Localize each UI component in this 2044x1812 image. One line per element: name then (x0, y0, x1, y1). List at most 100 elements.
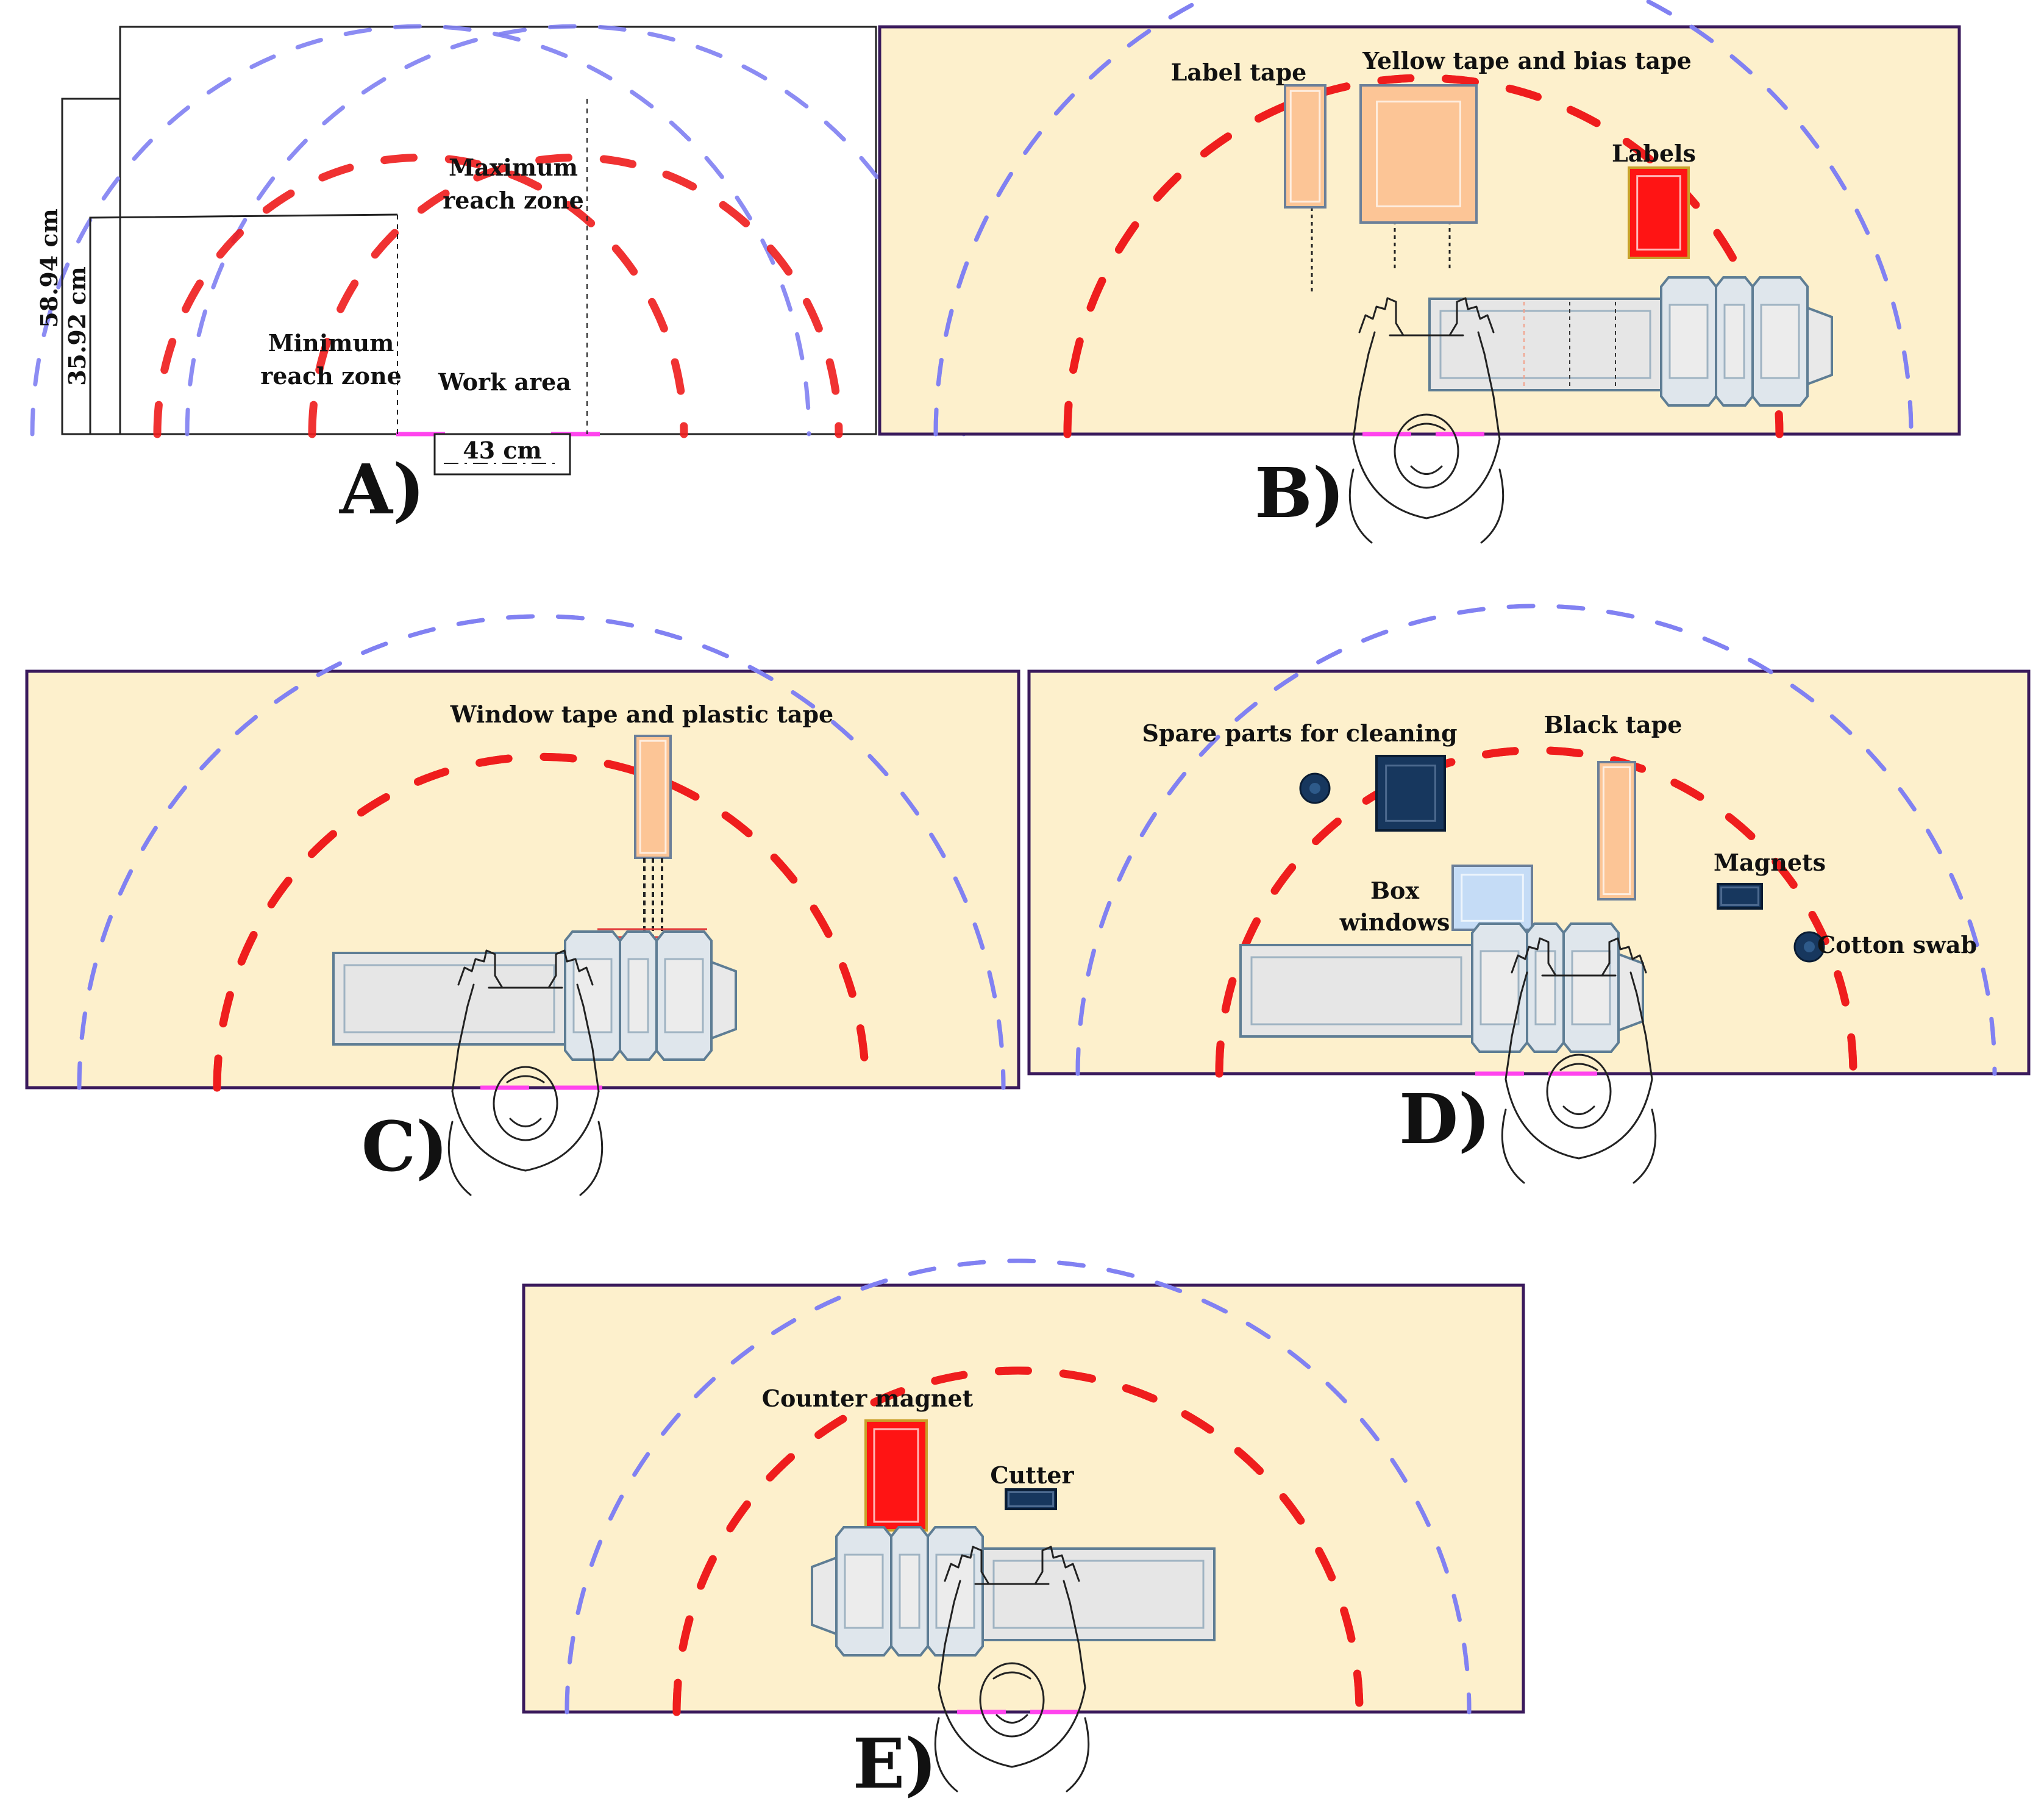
worker-left-arm (1352, 331, 1376, 440)
min-reach-zone-label-line1: Minimum (268, 329, 394, 357)
worker-left-arm (938, 1580, 961, 1689)
dim-width-box (433, 433, 571, 476)
dim-outer-label: 58.94 cm (35, 209, 63, 328)
fixture-base (1428, 298, 1662, 391)
panel-e: Counter magnet Cutter E) (522, 1258, 1525, 1804)
fixture-base-inner (343, 964, 555, 1033)
panel-c: Window tape and plastic tape C) (25, 614, 1020, 1196)
fixture-end-cap (811, 1556, 838, 1636)
worker-left-hand (457, 949, 504, 989)
worker-left-hand (944, 1546, 990, 1585)
panel-d: Spare parts for cleaning Black tape Box … (1027, 604, 2031, 1184)
fixture-segment-inner (1723, 304, 1745, 379)
fixture-segment-inner (1760, 304, 1800, 379)
worker-chair (1501, 1108, 1657, 1184)
disc-inner (1309, 783, 1320, 794)
max-reach-arc-right (564, 1258, 1472, 1714)
label-tape-label: Label tape (1171, 59, 1307, 86)
item-bevel (639, 740, 667, 854)
panel-d-letter: D) (1399, 1080, 1490, 1160)
worker-head (493, 1066, 558, 1141)
box-windows-item (1451, 865, 1533, 931)
worker-right-arm (1477, 331, 1501, 440)
label-tape-item (1284, 84, 1326, 209)
worker-face (1407, 423, 1446, 475)
worker-face (506, 1075, 545, 1127)
item-body (1359, 84, 1478, 224)
spare-parts-disc-icon (1299, 772, 1331, 804)
item-body (1375, 755, 1446, 832)
fixture-body (1239, 922, 1644, 1053)
panel-b-letter: B) (1255, 454, 1345, 533)
worker-right-hand (1034, 1546, 1080, 1585)
item-body (1628, 166, 1690, 259)
worker-shoulders (451, 1090, 600, 1172)
fixture-base (981, 1547, 1216, 1641)
worker-face (992, 1671, 1031, 1724)
fixture-segment-inner (844, 1553, 884, 1629)
fixture-body (811, 1526, 1216, 1657)
yellow-tape-label: Yellow tape and bias tape (1362, 47, 1692, 74)
fixture-segment-inner (1571, 950, 1611, 1025)
item-body (1597, 761, 1636, 901)
black-tape-item (1597, 761, 1636, 901)
min-reach-zone-label-line2: reach zone (260, 362, 402, 390)
worker-shoulders (1505, 1078, 1653, 1160)
max-reach-arc-left (30, 24, 811, 437)
dim-inner-bracket (89, 213, 398, 435)
panel-a-outer-frame (119, 26, 877, 435)
item-bevel (1636, 175, 1681, 251)
box-windows-label-line2: windows (1339, 908, 1450, 936)
dim-inner-label: 35.92 cm (63, 266, 91, 386)
magnets-item (1717, 883, 1763, 910)
item-bevel (1602, 766, 1631, 896)
max-reach-arc-right (1075, 604, 1997, 1076)
item-body (1284, 84, 1326, 209)
item-bevel (1461, 874, 1524, 922)
cutter-item (1005, 1488, 1057, 1510)
worker-right-hand (1448, 297, 1495, 337)
worker-shoulders (938, 1686, 1086, 1768)
min-reach-arc-left (153, 153, 688, 438)
labels-label: Labels (1612, 140, 1696, 167)
fixture-segment-inner (664, 958, 704, 1033)
fixture-body (332, 930, 737, 1061)
worker-right-arm (576, 983, 600, 1093)
fixture-segment-inner (627, 958, 649, 1033)
fixture-end-cap (1806, 306, 1833, 386)
item-bevel (873, 1428, 919, 1523)
disc-inner (1804, 941, 1815, 952)
min-reach-arc-right (308, 153, 843, 438)
panel-c-letter: C) (361, 1107, 448, 1187)
worker-right-hand (547, 949, 594, 989)
fixture-segment-inner (899, 1553, 921, 1629)
item-bevel (1007, 1491, 1055, 1508)
worker-right-arm (1629, 971, 1653, 1080)
cutter-label: Cutter (990, 1461, 1074, 1489)
max-reach-zone-label-line1: Maximum (449, 154, 578, 181)
item-bevel (1289, 90, 1321, 203)
window-tape-label: Window tape and plastic tape (450, 701, 833, 728)
fixture-end-cap (710, 960, 737, 1040)
worker-chair (447, 1121, 604, 1196)
counter-magnet-item (864, 1419, 928, 1532)
fixture-segment-inner (1668, 304, 1709, 379)
panel-a-letter: A) (339, 450, 425, 530)
item-bevel (1376, 101, 1461, 207)
worker-left-arm (1505, 971, 1528, 1080)
min-reach-arc-right (1215, 746, 1857, 1078)
worker-left-hand (1511, 937, 1557, 977)
fixture-segment-inner (1534, 950, 1556, 1025)
worker-right-arm (1063, 1580, 1086, 1689)
worker-left-arm (451, 983, 475, 1093)
worker-head (1394, 413, 1459, 489)
fixture-body (1428, 276, 1833, 407)
panel-b: Label tape Yellow tape and bias tape Lab… (878, 0, 1961, 544)
spare-parts-box (1375, 755, 1446, 832)
fixture-base-inner (1250, 956, 1462, 1025)
fixture-segment-inner (1480, 950, 1520, 1025)
fixture-base-inner (992, 1560, 1205, 1629)
item-body (634, 735, 672, 859)
fixture-end-cap (1617, 952, 1644, 1032)
